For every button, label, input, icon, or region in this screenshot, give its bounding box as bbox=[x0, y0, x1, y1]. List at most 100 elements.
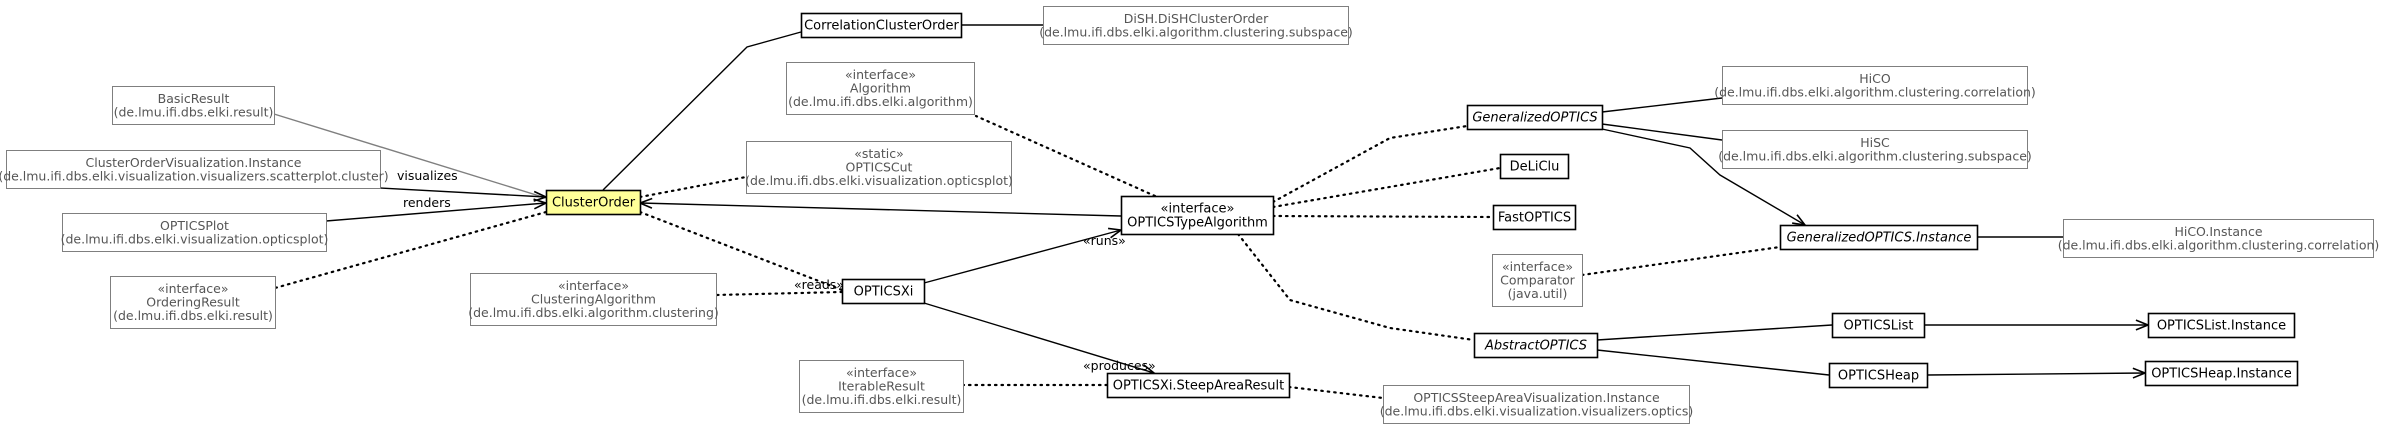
class-node-optics-list[interactable]: OPTICSList bbox=[1831, 312, 1926, 339]
class-label-line: «interface» bbox=[845, 67, 916, 82]
class-node-dish-cluster-order[interactable]: DiSH.DiSHClusterOrder(de.lmu.ifi.dbs.elk… bbox=[1039, 6, 1353, 45]
edge-generalized-to-hisc bbox=[1601, 123, 1723, 141]
class-box bbox=[1722, 130, 2028, 169]
class-node-optics-plot[interactable]: OPTICSPlot(de.lmu.ifi.dbs.elki.visualiza… bbox=[61, 213, 329, 252]
class-label-line: HiCO.Instance bbox=[2174, 224, 2262, 239]
class-box bbox=[1120, 195, 1275, 236]
class-node-optics-heap[interactable]: OPTICSHeap bbox=[1828, 362, 1929, 389]
class-box bbox=[1499, 153, 1570, 180]
class-label-line: «interface» bbox=[1161, 202, 1235, 217]
edge-optics-type-to-cluster-order bbox=[639, 202, 1122, 217]
edges-layer bbox=[273, 24, 2151, 400]
edge-optics-xi-runs bbox=[923, 229, 1122, 284]
edge-abstract-to-optics-heap bbox=[1596, 349, 1830, 376]
edge-generalized-to-instance bbox=[1601, 128, 1806, 226]
class-box bbox=[545, 189, 642, 216]
class-node-correlation-cluster-order[interactable]: CorrelationClusterOrder bbox=[800, 12, 963, 39]
class-label-line: ClusterOrderVisualization.Instance bbox=[86, 155, 302, 170]
class-label-line: (de.lmu.ifi.dbs.elki.result) bbox=[802, 392, 962, 407]
class-node-cluster-order[interactable]: ClusterOrder bbox=[545, 189, 642, 216]
class-box bbox=[112, 86, 275, 125]
class-label-line: (de.lmu.ifi.dbs.elki.algorithm.clusterin… bbox=[1039, 24, 1353, 39]
class-node-optics-cut[interactable]: «static»OPTICSCut(de.lmu.ifi.dbs.elki.vi… bbox=[745, 141, 1013, 194]
class-label-line: (de.lmu.ifi.dbs.elki.algorithm) bbox=[788, 94, 973, 109]
class-node-hico-instance[interactable]: HiCO.Instance(de.lmu.ifi.dbs.elki.algori… bbox=[2058, 219, 2380, 258]
edge-label-produces: «produces» bbox=[1083, 358, 1156, 373]
class-box bbox=[6, 150, 381, 189]
class-label-line: (de.lmu.ifi.dbs.elki.visualization.optic… bbox=[745, 173, 1013, 188]
class-label-line: OPTICSList.Instance bbox=[2157, 319, 2286, 334]
edge-cluster-order-to-basic-result bbox=[273, 113, 547, 199]
class-node-optics-type-algorithm[interactable]: «interface»OPTICSTypeAlgorithm bbox=[1120, 195, 1275, 236]
class-box bbox=[2144, 360, 2299, 387]
edge-abstract-to-optics-list bbox=[1596, 324, 1833, 341]
class-node-cluster-order-vis-instance[interactable]: ClusterOrderVisualization.Instance(de.lm… bbox=[0, 150, 389, 189]
class-node-abstract-optics[interactable]: AbstractOPTICS bbox=[1473, 332, 1599, 359]
class-box bbox=[62, 213, 327, 252]
class-node-optics-list-instance[interactable]: OPTICSList.Instance bbox=[2147, 312, 2296, 339]
edge-generalized-to-hico bbox=[1601, 97, 1723, 113]
class-node-comparator[interactable]: «interface»Comparator(java.util) bbox=[1492, 254, 1583, 307]
class-label-line: (java.util) bbox=[1508, 286, 1568, 301]
class-label-line: «interface» bbox=[558, 278, 629, 293]
class-label-line: (de.lmu.ifi.dbs.elki.visualization.visua… bbox=[1380, 403, 1694, 418]
class-box bbox=[1722, 66, 2028, 105]
class-label-line: Algorithm bbox=[850, 81, 911, 96]
edge-label-reads: «reads» bbox=[794, 277, 844, 292]
class-label-line: FastOPTICS bbox=[1498, 211, 1571, 226]
edge-label-runs: «runs» bbox=[1083, 233, 1126, 248]
edge-optics-type-to-abstract bbox=[1236, 232, 1476, 342]
class-label-line: (de.lmu.ifi.dbs.elki.algorithm.clusterin… bbox=[468, 305, 719, 320]
class-label-line: GeneralizedOPTICS bbox=[1472, 111, 1597, 126]
class-box bbox=[800, 12, 963, 39]
class-label-line: AbstractOPTICS bbox=[1484, 339, 1587, 354]
class-node-basic-result[interactable]: BasicResult(de.lmu.ifi.dbs.elki.result) bbox=[112, 86, 275, 125]
nodes-layer: ClusterOrder CorrelationClusterOrder DiSH.… bbox=[0, 6, 2380, 424]
class-label-line: (de.lmu.ifi.dbs.elki.visualization.visua… bbox=[0, 168, 389, 183]
arrowhead-generalized-to-instance bbox=[1792, 214, 1807, 227]
edge-comparator-to-generalized-instance bbox=[1580, 245, 1782, 277]
class-node-hico[interactable]: HiCO(de.lmu.ifi.dbs.elki.algorithm.clust… bbox=[1714, 66, 2036, 105]
class-node-steep-area-vis-instance[interactable]: OPTICSSteepAreaVisualization.Instance(de… bbox=[1380, 385, 1694, 424]
class-node-deliclu[interactable]: DeLiClu bbox=[1499, 153, 1570, 180]
class-node-hisc[interactable]: HiSC(de.lmu.ifi.dbs.elki.algorithm.clust… bbox=[1718, 130, 2032, 169]
edge-cluster-order-to-optics-cut bbox=[638, 175, 748, 199]
edge-optics-xi-produces bbox=[923, 302, 1155, 374]
class-label-line: ClusteringAlgorithm bbox=[531, 292, 656, 307]
class-label-line: «static» bbox=[854, 146, 904, 161]
class-box bbox=[1043, 6, 1349, 45]
class-label-line: OrderingResult bbox=[146, 295, 240, 310]
class-node-clustering-algorithm[interactable]: «interface»ClusteringAlgorithm(de.lmu.if… bbox=[468, 273, 719, 326]
class-label-line: (de.lmu.ifi.dbs.elki.result) bbox=[113, 308, 273, 323]
class-node-optics-heap-instance[interactable]: OPTICSHeap.Instance bbox=[2144, 360, 2299, 387]
class-node-generalized-optics[interactable]: GeneralizedOPTICS bbox=[1466, 104, 1604, 131]
class-node-algorithm[interactable]: «interface»Algorithm(de.lmu.ifi.dbs.elki… bbox=[786, 62, 975, 115]
class-label-line: (de.lmu.ifi.dbs.elki.algorithm.clusterin… bbox=[2058, 237, 2380, 252]
class-box bbox=[1473, 332, 1599, 359]
class-box bbox=[1492, 254, 1583, 307]
class-node-iterable-result[interactable]: «interface»IterableResult(de.lmu.ifi.dbs… bbox=[799, 360, 964, 413]
class-label-line: HiCO bbox=[1859, 71, 1891, 86]
class-box bbox=[1779, 224, 1979, 251]
class-label-line: OPTICSPlot bbox=[160, 218, 229, 233]
class-box bbox=[1831, 312, 1926, 339]
class-label-line: OPTICSXi bbox=[854, 285, 914, 300]
edge-cluster-order-vis-visualizes bbox=[379, 187, 547, 198]
class-label-line: OPTICSCut bbox=[846, 160, 913, 175]
class-label-line: IterableResult bbox=[838, 379, 925, 394]
class-box bbox=[841, 278, 926, 305]
class-node-generalized-optics-instance[interactable]: GeneralizedOPTICS.Instance bbox=[1779, 224, 1979, 251]
class-node-optics-xi[interactable]: OPTICSXi bbox=[841, 278, 926, 305]
class-node-fast-optics[interactable]: FastOPTICS bbox=[1492, 204, 1577, 231]
class-box bbox=[746, 141, 1012, 194]
class-label-line: «interface» bbox=[846, 365, 917, 380]
class-label-line: «interface» bbox=[157, 281, 228, 296]
edge-correlation-cluster-order-to-cluster-order bbox=[602, 31, 802, 191]
class-label-line: (de.lmu.ifi.dbs.elki.visualization.optic… bbox=[61, 231, 329, 246]
class-box bbox=[110, 276, 276, 329]
class-box bbox=[786, 62, 975, 115]
class-node-ordering-result[interactable]: «interface»OrderingResult(de.lmu.ifi.dbs… bbox=[110, 276, 276, 329]
class-node-steep-area-result[interactable]: OPTICSXi.SteepAreaResult bbox=[1106, 372, 1291, 399]
